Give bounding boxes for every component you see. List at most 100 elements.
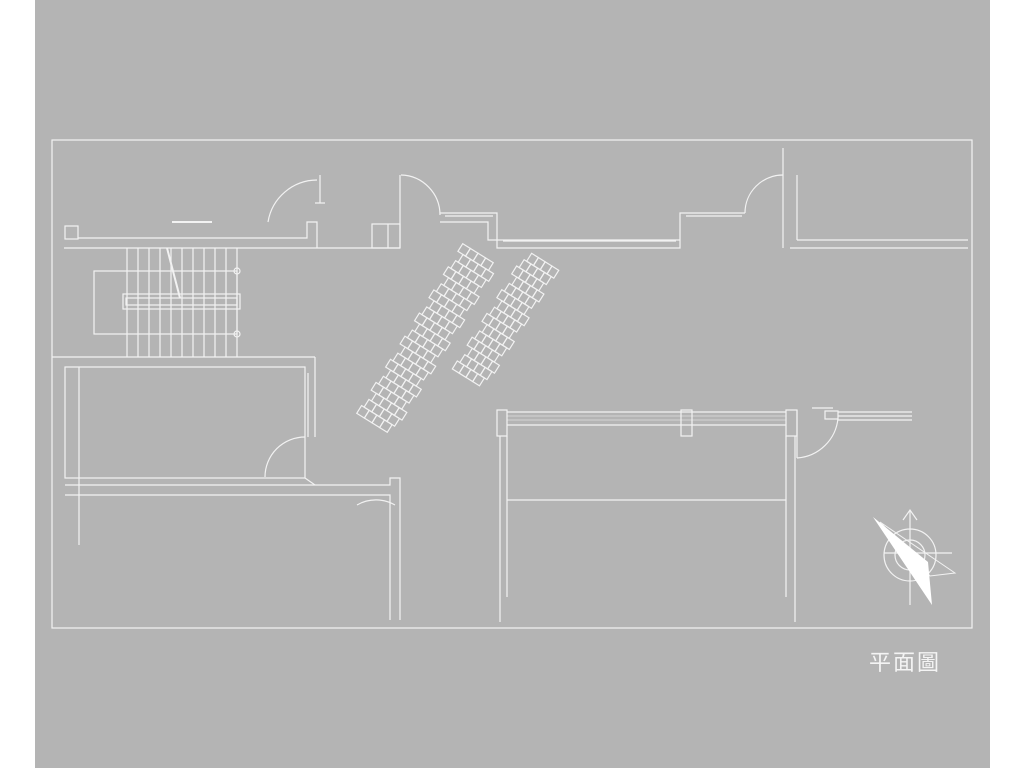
block-cell [422, 360, 437, 375]
right-building [496, 407, 912, 622]
block-cell [428, 310, 443, 325]
block-cell [443, 309, 458, 324]
drawing-title: 平面圖 [869, 651, 942, 676]
block-cell [501, 336, 516, 351]
block-cell [413, 312, 428, 327]
block-cell [400, 378, 415, 394]
block-cell [464, 258, 480, 273]
block-cell [443, 298, 458, 313]
block-cell [442, 265, 457, 281]
block-cell [399, 346, 414, 361]
seating-block-1 [355, 242, 495, 434]
block-cell [414, 333, 429, 349]
block-cell [546, 265, 560, 280]
block-cell [442, 276, 458, 291]
block-cell [516, 312, 530, 327]
block-cell [385, 402, 401, 417]
block-cell [494, 342, 508, 357]
block-cell [450, 292, 465, 307]
block-cell [392, 352, 407, 367]
block-cell [370, 392, 385, 407]
block-cell [429, 332, 444, 347]
door-swing-1 [267, 179, 318, 223]
block-cell [363, 409, 378, 424]
block-cell [465, 269, 480, 284]
block-cell [386, 412, 401, 428]
block-cell [531, 277, 545, 292]
block-cell [486, 349, 501, 363]
block-cell [436, 326, 451, 341]
block-cell [443, 320, 459, 335]
block-cell [458, 286, 473, 301]
block-cell [422, 349, 437, 364]
block-cell [450, 270, 465, 285]
block-cell [538, 271, 553, 286]
block-cell [385, 391, 400, 406]
block-cell [399, 335, 414, 350]
block-cell [406, 329, 421, 344]
block-cell [428, 299, 443, 315]
block-cell [370, 381, 385, 396]
block-cell [393, 395, 408, 411]
block-cell [509, 319, 523, 333]
block-cell [393, 406, 408, 421]
block-cell [486, 360, 501, 375]
block-cell [516, 301, 530, 316]
block-cell [457, 253, 472, 268]
left-rooms [52, 356, 401, 620]
block-cell [414, 355, 429, 370]
block-cell [407, 351, 422, 366]
block-cell [421, 338, 437, 353]
block-cell [384, 358, 399, 373]
block-cell [428, 289, 443, 304]
seating-block-2 [451, 252, 560, 387]
block-cell [392, 363, 407, 378]
block-cell [413, 323, 429, 338]
door-swing-4 [264, 436, 306, 478]
block-cell [378, 419, 393, 434]
block-cell [400, 368, 415, 383]
block-cell [458, 297, 473, 312]
block-cell [457, 242, 472, 257]
block-cell [471, 372, 486, 387]
block-cell [399, 357, 414, 372]
block-cell [451, 303, 466, 318]
block-cell [400, 389, 415, 404]
block-cell [457, 264, 472, 279]
block-cell [465, 291, 480, 306]
top-walls [64, 148, 968, 249]
block-cell [414, 344, 429, 360]
drawing-frame [51, 139, 973, 629]
drawing-sheet [35, 0, 990, 768]
door-swing-2 [400, 174, 441, 216]
block-cell [355, 404, 371, 419]
block-cell [363, 398, 378, 413]
block-cell [421, 327, 436, 343]
block-cell [457, 275, 472, 290]
block-cell [531, 288, 545, 303]
block-cell [436, 315, 451, 330]
door-swing-3 [744, 174, 784, 214]
block-cell [377, 375, 392, 390]
diagonal-seating-blocks [355, 242, 560, 434]
block-cell [429, 343, 444, 358]
block-cell [370, 403, 386, 418]
block-cell [378, 386, 393, 401]
block-cell [435, 282, 450, 298]
block-cell [407, 383, 423, 398]
block-cell [428, 321, 444, 336]
block-cell [480, 268, 495, 283]
block-cell [449, 259, 465, 274]
block-cell [371, 414, 386, 429]
block-cell [479, 366, 493, 381]
block-cell [436, 337, 451, 352]
block-cell [421, 306, 436, 321]
block-cell [450, 281, 465, 296]
block-cell [523, 295, 538, 310]
north-arrow-compass-icon [873, 508, 957, 605]
block-cell [407, 372, 422, 387]
block-cell [472, 252, 487, 267]
block-cell [472, 274, 487, 289]
block-cell [479, 257, 495, 272]
